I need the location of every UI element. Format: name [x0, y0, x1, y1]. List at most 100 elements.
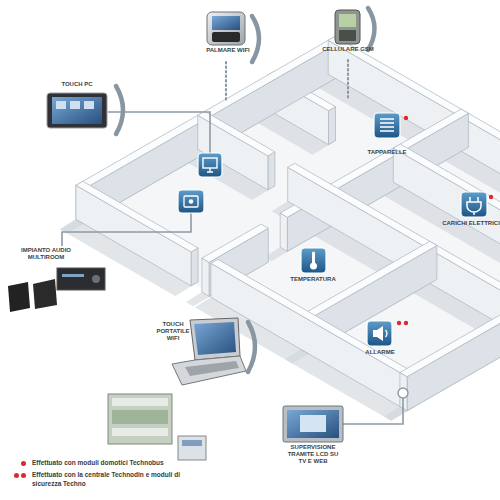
icon-box — [374, 113, 400, 138]
wall-face — [191, 248, 198, 286]
screen-tile — [84, 101, 94, 109]
icon-box — [367, 321, 392, 346]
pda-keyboard — [212, 32, 240, 42]
node-label: CARICHI ELETTRICI — [442, 220, 500, 227]
phone-keypad — [339, 30, 356, 41]
icon-box — [301, 248, 326, 273]
device-node: CELLULARE GSM — [318, 8, 378, 56]
device-node: SUPERVISIONE TRAMITE LCD SU TV E WEB — [278, 404, 348, 468]
laptop-keyboard — [185, 361, 239, 376]
amplifier-knob — [92, 275, 100, 283]
device-node: TOUCH PORTATILE WIFI — [152, 316, 244, 386]
node-label: TEMPERATURA — [285, 276, 341, 283]
touch-pc-frame — [47, 93, 107, 128]
legend-swatch — [21, 461, 26, 466]
wall-face — [329, 107, 336, 145]
red-dot — [489, 195, 493, 199]
device-node: PALMARE WIFI — [196, 10, 260, 56]
amplifier — [57, 268, 105, 290]
wall-face — [76, 36, 343, 189]
device-node: TAPPARELLE — [358, 111, 416, 157]
node-label: TOUCH PORTATILE WIFI — [152, 321, 194, 343]
node-label: TOUCH PC — [44, 81, 110, 88]
siren-glyph — [386, 330, 388, 337]
laptop-screen — [194, 322, 236, 355]
wall-face — [211, 263, 407, 410]
wall-face — [202, 258, 209, 296]
icon-box — [461, 192, 487, 217]
wall — [211, 259, 414, 410]
wireless-arc — [368, 8, 375, 50]
module-row — [112, 428, 168, 436]
tv-screen — [287, 410, 339, 438]
computer-glyph — [203, 158, 217, 168]
legend-item: Effettuato con la centrale Technodin e m… — [14, 471, 194, 488]
touch-pc-screen — [52, 97, 102, 124]
device-node: CARICHI ELETTRICI — [442, 190, 500, 235]
laptop-base — [172, 356, 246, 385]
media-glyph — [189, 199, 194, 204]
node-label: TAPPARELLE — [358, 149, 416, 156]
wall-face — [268, 152, 275, 190]
tv-frame — [283, 406, 343, 442]
phone-screen — [339, 14, 356, 27]
din-module — [108, 394, 172, 444]
pda-screen — [212, 16, 240, 30]
device-node: IMPIANTO AUDIO MULTIROOM — [4, 247, 108, 313]
wall-face — [202, 224, 268, 262]
thermometer-glyph — [312, 253, 315, 264]
red-dot — [404, 116, 408, 120]
laptop-lid — [190, 318, 240, 360]
screen-tile — [56, 101, 66, 109]
legend: Effettuato con moduli domotici Technobus… — [14, 459, 194, 492]
red-dot — [397, 321, 401, 325]
device-node: TEMPERATURA — [285, 246, 341, 286]
module-row — [112, 410, 168, 424]
pda-body — [207, 12, 245, 45]
wireless-arc — [116, 86, 123, 134]
ring-marker — [398, 388, 408, 398]
node-label: ALLARME — [356, 349, 404, 356]
dotted-wire — [347, 60, 349, 100]
legend-text: Effettuato con la centrale Technodin e m… — [32, 471, 180, 488]
wall-face — [198, 115, 268, 190]
device-group — [8, 10, 493, 460]
wall — [400, 314, 500, 411]
wall-face — [280, 213, 287, 251]
media-glyph — [184, 196, 198, 207]
din-module — [178, 436, 206, 460]
legend-swatch — [14, 473, 19, 478]
wire-group — [62, 8, 408, 424]
speaker — [8, 282, 30, 312]
wire — [62, 213, 191, 246]
node-label: IMPIANTO AUDIO MULTIROOM — [16, 247, 76, 261]
wireless-arc — [248, 322, 255, 372]
tv-window — [300, 415, 326, 432]
device-node: TOUCH PC — [44, 80, 110, 130]
house-plan — [60, 36, 500, 420]
module-row — [112, 398, 168, 406]
icon-box — [198, 153, 222, 177]
wall-face — [400, 314, 500, 377]
node-label: SUPERVISIONE TRAMITE LCD SU TV E WEB — [284, 444, 342, 466]
thermometer-glyph — [310, 263, 317, 270]
amplifier-display — [62, 274, 84, 277]
wireless-arc — [252, 16, 259, 62]
plug-glyph — [467, 197, 481, 215]
legend-item: Effettuato con moduli domotici Technobus — [14, 459, 194, 467]
legend-text: Effettuato con moduli domotici Technobus — [32, 459, 180, 467]
shutter-glyph — [380, 119, 394, 131]
wall-face — [393, 144, 500, 225]
node-label: CELLULARE GSM — [318, 46, 378, 53]
speaker — [33, 279, 57, 309]
node-label: PALMARE WIFI — [196, 47, 260, 54]
computer-glyph — [207, 168, 213, 172]
screen-tile — [70, 101, 80, 109]
module-row — [182, 440, 202, 446]
wire — [343, 398, 403, 424]
device-node: ALLARME — [356, 318, 404, 358]
siren-glyph — [373, 326, 383, 341]
red-dot — [404, 321, 408, 325]
